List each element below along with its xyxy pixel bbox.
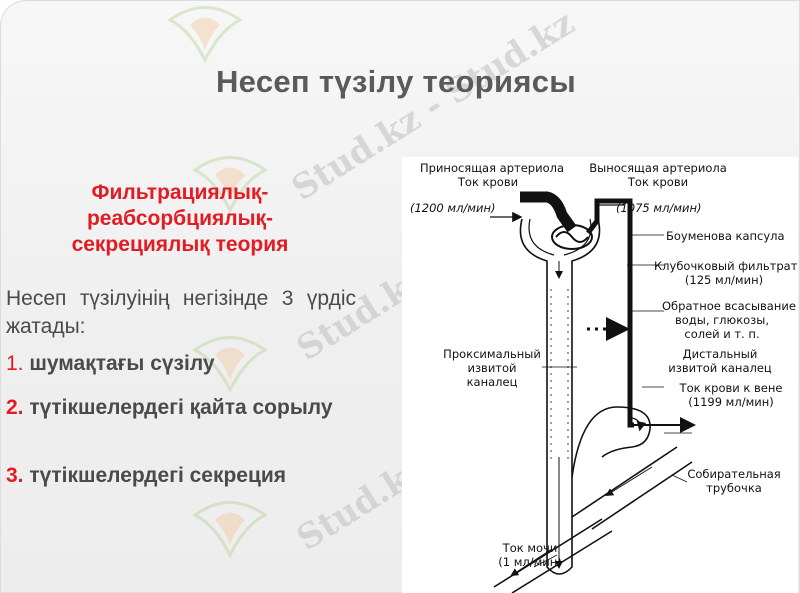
- theory-title: Фильтрациялық- реабсорбциялық- секрециял…: [6, 180, 354, 258]
- venous-label: Ток крови к вене (1199 мл/мин): [679, 381, 783, 409]
- process-text: түтікшелердегі қайта сорылу: [29, 396, 333, 419]
- glomerulus: [551, 224, 593, 250]
- afferent-flow-value: (1200 мл/мин): [410, 201, 496, 215]
- process-text: түтікшелердегі секреция: [29, 464, 287, 487]
- process-number: 2.: [6, 396, 24, 419]
- collecting-label: Собирательная трубочка: [687, 467, 781, 495]
- process-item-2: 2. түтікшелердегі қайта сорылу: [6, 394, 356, 421]
- nephron-diagram: Приносящая артериола Ток крови (1200 мл/…: [402, 157, 798, 593]
- process-number: 3.: [6, 464, 24, 487]
- filtrate-label: Клубочковый фильтрат (125 мл/мин): [654, 259, 798, 287]
- slide-title: Несеп түзілу теориясы: [216, 64, 577, 99]
- efferent-label: Выносящая артериола Ток крови: [589, 161, 727, 189]
- efferent-arteriole: [586, 198, 634, 428]
- process-text: шумақтағы сүзілу: [29, 352, 215, 375]
- theory-title-line: секрециялық теория: [71, 233, 289, 256]
- intro-text: Несеп түзілуінің негізінде 3 үрдіс жатад…: [6, 287, 356, 338]
- afferent-arteriole: [520, 191, 577, 233]
- urine-label: Ток мочи (1 мл/мин): [498, 541, 562, 569]
- capsule-label: Боуменова капсула: [666, 229, 785, 243]
- nephron-drawing: [490, 191, 696, 593]
- reabsorption-label: Обратное всасывание воды, глюкозы, солей…: [662, 299, 796, 341]
- bowman-capsule: [519, 218, 601, 289]
- process-item-3: 3. түтікшелердегі секреция: [6, 462, 356, 489]
- process-number: 1.: [6, 352, 24, 375]
- distal-label: Дистальный извитой каналец: [668, 347, 772, 375]
- proximal-tubule: [546, 289, 573, 459]
- collecting-duct: [493, 446, 693, 593]
- proximal-label: Проксимальный извитой каналец: [443, 347, 541, 389]
- afferent-label: Приносящая артериола Ток крови: [420, 161, 564, 189]
- efferent-flow-value: (1075 мл/мин): [616, 201, 702, 215]
- loop-of-henle: [546, 459, 573, 575]
- distal-tubule: [571, 406, 651, 478]
- theory-title-line: Фильтрациялық-: [91, 181, 269, 204]
- process-item-1: 1. шумақтағы сүзілу: [6, 350, 356, 377]
- watermark-logo-icon: [167, 6, 243, 64]
- watermark-logo-icon: [192, 501, 268, 559]
- theory-title-line: реабсорбциялық-: [86, 207, 274, 230]
